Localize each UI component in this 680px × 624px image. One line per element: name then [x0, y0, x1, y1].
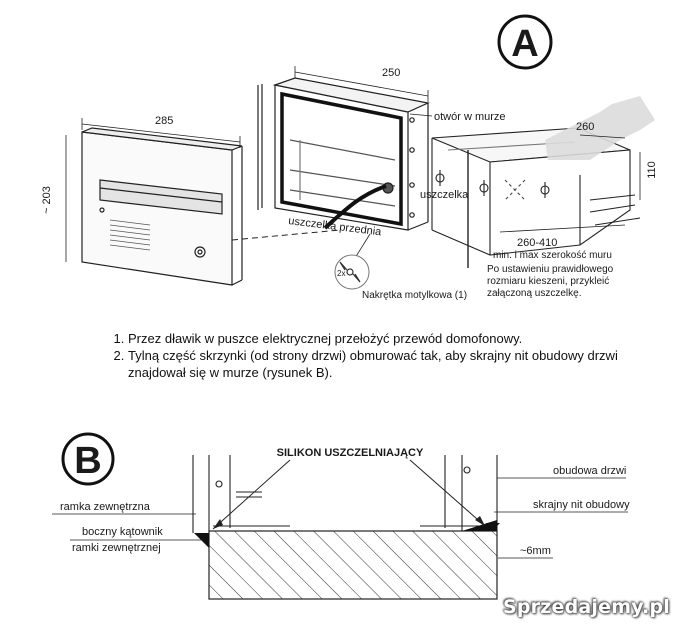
- dimension-260: [579, 134, 626, 139]
- badge-b-label: B: [74, 440, 101, 482]
- badge-a-circle: [497, 14, 553, 70]
- intercom-cable: [323, 184, 387, 230]
- badge-b-circle: [61, 432, 115, 486]
- otwor-label: otwór w murze: [434, 111, 506, 123]
- watermark: Sprzedajemy.pl: [503, 596, 670, 618]
- nut-qty-label: 2x: [337, 269, 345, 278]
- instructions: Przez dławik w puszce elektrycznej przeł…: [100, 330, 660, 381]
- figure-a: A 285: [41, 14, 658, 301]
- katownik-label-1: boczny kątownik: [82, 526, 163, 538]
- dim-110-label: 110: [646, 161, 658, 179]
- left-housing: [192, 455, 290, 533]
- nit-label: skrajny nit obudowy: [533, 499, 630, 511]
- ramka-label: ramka zewnętrzna: [60, 501, 151, 513]
- dimension-285: [81, 118, 241, 148]
- adjust-note-1: Po ustawieniu prawidłowego: [487, 264, 614, 275]
- dim-285-label: 285: [155, 115, 173, 127]
- figure-b: B SILIKON USZCZELNIAJĄCY: [52, 432, 630, 600]
- dimension-range: [499, 224, 626, 233]
- wall-frame-box: [257, 77, 430, 231]
- adjust-note-2: rozmiaru kieszeni, przykleić: [487, 276, 609, 287]
- adjust-note-3: załączoną uszczelkę.: [487, 288, 582, 299]
- range-note: min. i max szerokość muru: [493, 250, 612, 261]
- uszczelka-label: uszczelka: [420, 189, 469, 201]
- nakretka-label: Nakrętka motylkowa (1): [362, 290, 467, 301]
- otwor-leader: [409, 113, 433, 117]
- left-silicone-fill: [194, 533, 209, 548]
- hand-shape: [545, 96, 655, 160]
- dim-203-label: ~ 203: [41, 186, 53, 214]
- center-dashed-line: [231, 229, 341, 241]
- dimension-250: [294, 66, 429, 102]
- wall-block: [208, 530, 498, 600]
- instruction-2: Tylną część skrzynki (od strony drzwi) o…: [128, 347, 660, 381]
- wing-nut-callout: 2x: [334, 233, 371, 290]
- range-label: 260-410: [517, 237, 557, 249]
- front-panel: [81, 127, 243, 286]
- silikon-arrow-right: [409, 459, 486, 527]
- katownik-label-2: ramki zewnętrznej: [72, 542, 161, 554]
- wing-nut-icon: [339, 261, 361, 283]
- right-rivet-fill: [486, 523, 500, 530]
- silikon-label: SILIKON USZCZELNIAJĄCY: [277, 447, 424, 459]
- right-silicone-fill: [462, 520, 497, 531]
- instructions-list: Przez dławik w puszce elektrycznej przeł…: [100, 330, 660, 381]
- dim-250-label: 250: [382, 67, 400, 79]
- obudowa-label: obudowa drzwi: [553, 465, 626, 477]
- mm-label: ~6mm: [520, 545, 551, 557]
- right-housing: [420, 455, 498, 531]
- instruction-1: Przez dławik w puszce elektrycznej przeł…: [128, 330, 660, 347]
- dim-260-label: 260: [576, 121, 594, 133]
- silikon-arrow-left: [212, 459, 291, 530]
- badge-a-label: A: [511, 23, 538, 65]
